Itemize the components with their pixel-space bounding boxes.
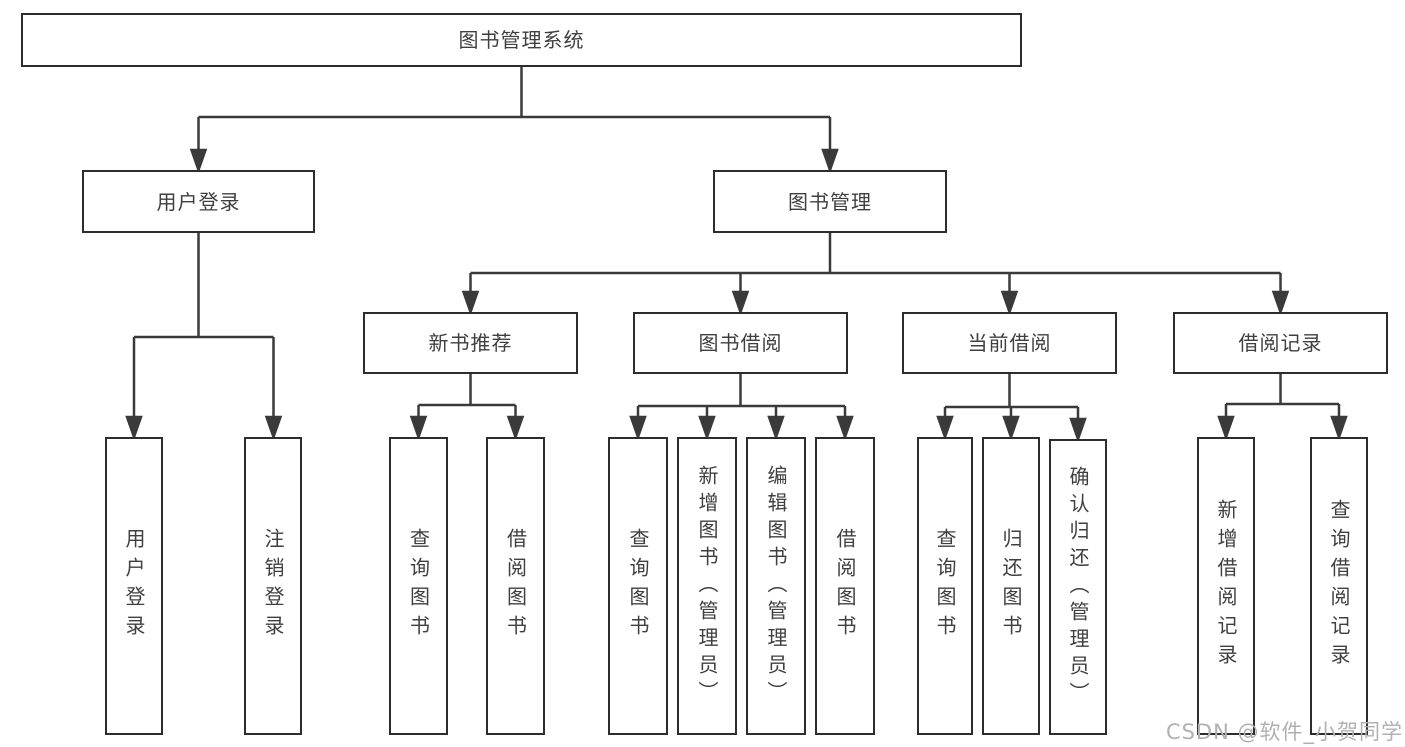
connector-borrow-records bbox=[1217, 374, 1348, 441]
connector-root-to-level2 bbox=[189, 67, 839, 174]
arrowhead bbox=[189, 148, 208, 174]
connector-current-borrow bbox=[936, 374, 1087, 443]
leaf-logout-login: 注销登录 bbox=[244, 437, 302, 735]
arrowhead bbox=[1330, 415, 1348, 441]
arrowhead bbox=[767, 415, 785, 441]
leaf-query-books-borrow: 查询图书 bbox=[608, 437, 668, 735]
arrowhead bbox=[264, 415, 283, 441]
leaf-return-books: 归还图书 bbox=[982, 437, 1040, 735]
node-user-login: 用户登录 bbox=[82, 170, 315, 233]
node-book-borrow: 图书借阅 bbox=[633, 312, 848, 374]
arrowhead bbox=[1002, 415, 1020, 441]
leaf-add-borrow-record: 新增借阅记录 bbox=[1197, 437, 1255, 735]
connector-user-login bbox=[125, 233, 283, 441]
leaf-borrow-books-2: 借阅图书 bbox=[815, 437, 875, 735]
arrowhead bbox=[1069, 417, 1087, 443]
watermark: CSDN @软件_小贺同学 bbox=[1165, 720, 1403, 744]
arrowhead bbox=[629, 415, 647, 441]
arrowhead bbox=[506, 415, 525, 441]
arrowhead bbox=[836, 415, 854, 441]
arrowhead bbox=[731, 290, 750, 316]
arrowhead bbox=[698, 415, 716, 441]
connector-book-management bbox=[461, 233, 1290, 316]
leaf-edit-books-admin: 编辑图书（管理员） bbox=[746, 437, 806, 735]
leaf-query-borrow-record: 查询借阅记录 bbox=[1310, 437, 1368, 735]
arrowhead bbox=[1000, 290, 1019, 316]
node-borrow-records: 借阅记录 bbox=[1173, 312, 1388, 374]
node-new-book-recommend: 新书推荐 bbox=[363, 312, 578, 374]
arrowhead bbox=[1271, 290, 1290, 316]
arrowhead bbox=[821, 148, 839, 174]
node-library-management-system: 图书管理系统 bbox=[21, 13, 1022, 67]
connector-book-borrow bbox=[629, 374, 854, 441]
leaf-query-books-recommend: 查询图书 bbox=[389, 437, 448, 735]
arrowhead bbox=[936, 415, 954, 441]
leaf-query-books-current: 查询图书 bbox=[917, 437, 973, 735]
node-book-management: 图书管理 bbox=[713, 170, 947, 233]
leaf-add-books-admin: 新增图书（管理员） bbox=[677, 437, 737, 735]
node-current-borrow: 当前借阅 bbox=[902, 312, 1117, 374]
arrowhead bbox=[125, 415, 143, 441]
arrowhead bbox=[409, 415, 428, 441]
leaf-user-login: 用户登录 bbox=[105, 437, 163, 735]
leaf-borrow-books-recommend: 借阅图书 bbox=[486, 437, 545, 735]
arrowhead bbox=[461, 290, 480, 316]
connector-new-book-recommend bbox=[409, 374, 525, 441]
arrowhead bbox=[1217, 415, 1235, 441]
leaf-confirm-return-admin: 确认归还（管理员） bbox=[1049, 439, 1107, 735]
